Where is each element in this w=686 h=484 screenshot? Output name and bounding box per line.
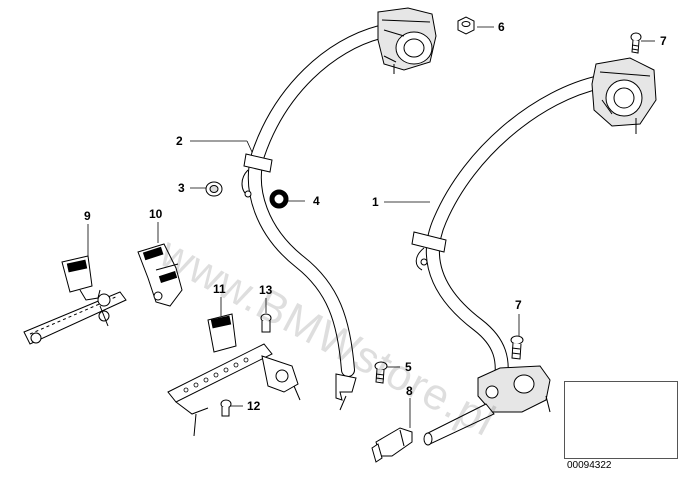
callout-2[interactable]: 2 bbox=[176, 134, 183, 148]
callout-3[interactable]: 3 bbox=[178, 181, 185, 195]
cover-cap[interactable] bbox=[269, 189, 289, 209]
buckle-rail-left[interactable] bbox=[23, 255, 127, 345]
belt-tensioner[interactable] bbox=[423, 365, 551, 446]
callout-1[interactable]: 1 bbox=[372, 195, 379, 209]
reference-number: 00094322 bbox=[567, 460, 612, 471]
bolt-top[interactable] bbox=[630, 32, 642, 54]
hex-nut[interactable] bbox=[457, 16, 475, 35]
rear-belt-retractor[interactable] bbox=[591, 57, 657, 134]
callout-8[interactable]: 8 bbox=[406, 384, 413, 398]
callout-9[interactable]: 9 bbox=[84, 209, 91, 223]
buckle-bracket[interactable] bbox=[167, 313, 301, 437]
front-seat-belt[interactable] bbox=[241, 25, 387, 411]
bolt-13[interactable] bbox=[260, 313, 272, 333]
bolt-mid[interactable] bbox=[374, 361, 388, 384]
leader-lines bbox=[87, 26, 655, 428]
callout-10[interactable]: 10 bbox=[149, 207, 163, 221]
washer[interactable] bbox=[205, 181, 223, 197]
callout-4[interactable]: 4 bbox=[313, 194, 320, 208]
callout-11[interactable]: 11 bbox=[213, 282, 226, 296]
tensioner-adapter[interactable] bbox=[371, 427, 413, 463]
callout-6[interactable]: 6 bbox=[498, 20, 505, 34]
front-belt-retractor[interactable] bbox=[377, 7, 437, 74]
double-buckle[interactable] bbox=[137, 243, 183, 307]
vehicle-thumbnail[interactable] bbox=[564, 381, 678, 459]
callout-5[interactable]: 5 bbox=[405, 360, 412, 374]
callout-13[interactable]: 13 bbox=[259, 283, 273, 297]
bolt-lower[interactable] bbox=[510, 335, 524, 360]
callout-12[interactable]: 12 bbox=[247, 399, 261, 413]
callout-7-top[interactable]: 7 bbox=[660, 34, 667, 48]
rear-seat-belt[interactable] bbox=[411, 75, 607, 392]
callout-7-lower[interactable]: 7 bbox=[515, 298, 522, 312]
bolt-12[interactable] bbox=[220, 399, 232, 417]
